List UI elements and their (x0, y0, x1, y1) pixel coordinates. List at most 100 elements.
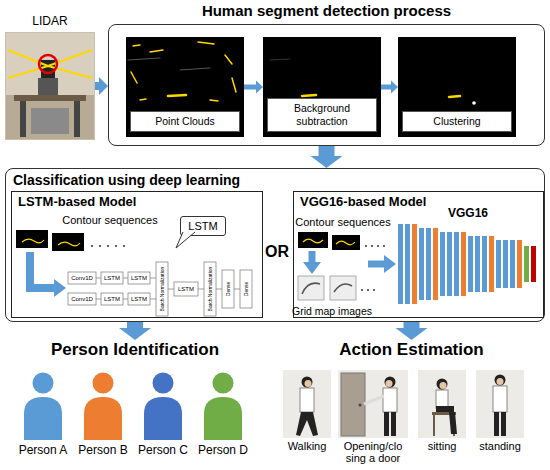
output-heading: Person Identification (10, 340, 260, 360)
contour-sequence (99, 245, 101, 247)
callout-bubble: LSTM (180, 216, 226, 236)
door-figure (359, 404, 362, 407)
vgg-input (302, 283, 352, 294)
vgg-layers (524, 246, 529, 282)
vgg-input (373, 289, 375, 291)
model-box: VGG16-based Model (293, 191, 544, 318)
standing-figure (495, 375, 506, 386)
action-photo: Walking (283, 370, 331, 438)
sitting-figure (440, 382, 447, 389)
standing-figure (493, 386, 507, 412)
standing-figure (501, 412, 506, 436)
contour-sequence (107, 245, 109, 247)
network-layer (222, 270, 234, 308)
point-cloud (270, 59, 290, 60)
standing-figure (493, 375, 507, 437)
person-icon: Person B (81, 372, 125, 440)
action-photo: Opening/clo sing a door (338, 370, 408, 438)
person-body (24, 397, 62, 440)
door-figure (383, 388, 397, 412)
vgg-input (332, 235, 360, 250)
contour-sequence (22, 239, 80, 246)
vgg-layers (503, 240, 508, 288)
vgg-input (298, 232, 328, 248)
vgg-input (298, 232, 385, 300)
door-figure (386, 380, 393, 387)
lidar-photo (14, 95, 86, 101)
person-head (33, 373, 54, 394)
model-heading: LSTM-based Model (18, 194, 136, 209)
person-label: Person C (138, 443, 188, 457)
point-cloud (128, 58, 210, 70)
sitting-figure (436, 390, 448, 408)
classification-group: Classification using deep learningLSTM-b… (5, 168, 545, 322)
door-figure (385, 377, 396, 388)
callout-tail (176, 232, 195, 248)
sensor-photo: LIDAR (5, 32, 95, 140)
lidar-photo (41, 60, 55, 78)
callout-tail (176, 232, 195, 248)
walking-figure (302, 377, 313, 388)
contour-sequence (16, 230, 48, 248)
person-shape (201, 372, 245, 440)
person-shape (21, 372, 65, 440)
output-region: Person IdentificationPerson A Person B Per… (10, 340, 260, 468)
vgg-layers (482, 236, 487, 292)
vgg-input (367, 289, 369, 291)
callout-text: LSTM (181, 217, 225, 235)
person-body (204, 397, 242, 440)
network-layer (174, 282, 198, 296)
flow-arrow (319, 146, 335, 156)
door-figure (384, 412, 389, 436)
model-heading: VGG16-based Model (300, 194, 426, 209)
point-cloud (472, 101, 476, 105)
walking-figure (300, 388, 314, 412)
vgg-layers (496, 240, 501, 288)
vgg-layers (440, 232, 445, 296)
lidar-photo (74, 101, 80, 137)
network-layer (128, 293, 150, 305)
vgg-layers (468, 236, 473, 292)
action-label: standing (479, 440, 521, 452)
model-box: LSTM-based ModelLSTM (11, 191, 263, 318)
action-label: Walking (288, 440, 327, 452)
group-heading: Classification using deep learning (13, 172, 240, 188)
lidar-photo (8, 50, 92, 78)
action-photo: standing (476, 370, 524, 438)
person-label: Person A (19, 443, 68, 457)
network-layer (68, 262, 252, 316)
flow-arrow (95, 82, 99, 90)
lidar-photo (6, 33, 94, 95)
lidar-photo (39, 55, 57, 73)
sitting-figure (432, 412, 456, 415)
contour-sequence (52, 233, 84, 251)
walking-figure (305, 380, 312, 387)
network-layer (68, 272, 96, 284)
vgg-layers (475, 236, 480, 292)
point-cloud (449, 96, 460, 97)
standing-figure (494, 412, 499, 436)
vgg-layers (489, 236, 494, 292)
panel-label: Point Clouds (130, 111, 240, 132)
sitting-figure (432, 379, 457, 437)
walking-figure (296, 377, 318, 437)
output-heading: Action Estimation (278, 340, 545, 360)
point-cloud (131, 42, 236, 101)
vgg-layers (510, 240, 515, 288)
vgg-input (383, 245, 385, 247)
process-panel: Point Clouds (126, 37, 244, 137)
panel-label: Clustering (402, 111, 512, 132)
flow-arrow (127, 322, 143, 328)
vgg-layers (433, 228, 438, 300)
sitting-figure (453, 415, 455, 436)
process-group: Human segment detection processPoint Clo… (108, 24, 545, 146)
vgg-input (361, 289, 363, 291)
vgg-layers (454, 232, 459, 296)
lidar-photo (6, 33, 94, 139)
door-figure (341, 373, 365, 436)
person-body (144, 397, 182, 440)
point-cloud (302, 95, 316, 96)
vgg-layers (447, 232, 452, 296)
